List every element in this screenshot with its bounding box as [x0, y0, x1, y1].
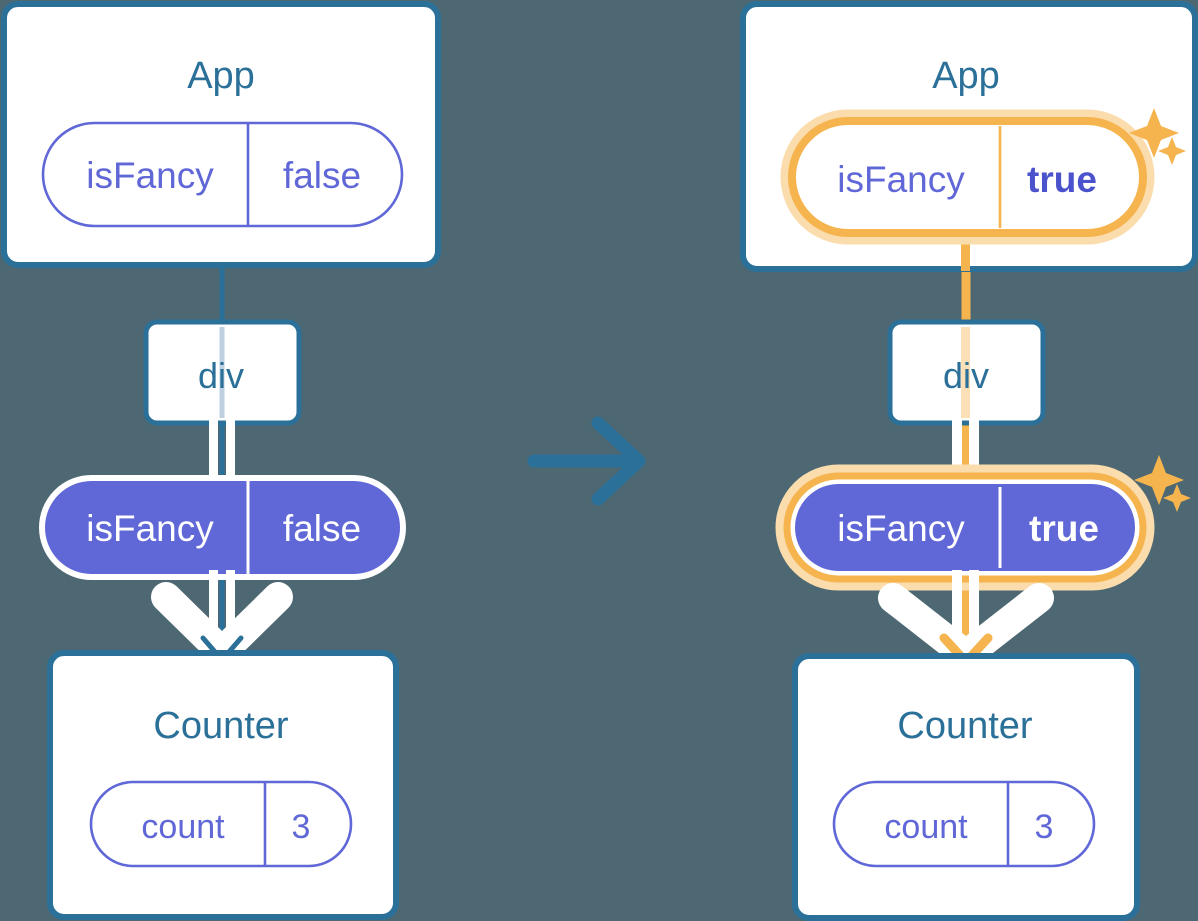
after-diagram: App isFancy true div [740, 1, 1198, 921]
after-counter-pill-value: 3 [1035, 808, 1054, 846]
before-app-pill-key: isFancy [86, 155, 214, 196]
after-app-sparkle-group [1129, 108, 1186, 165]
before-connector-casing [209, 420, 235, 482]
after-prop-sparkle-group [1134, 455, 1191, 512]
after-prop-pill: isFancy true [775, 464, 1155, 591]
before-app-box-title: App [187, 55, 255, 97]
before-app-pill-frame [41, 121, 404, 228]
sparkle-icon [1163, 484, 1191, 512]
after-app-pill-value: true [1027, 159, 1097, 200]
before-diagram: App isFancy false div isFancy false [1, 1, 441, 920]
before-prop-pill-frame [39, 475, 406, 580]
before-counter-box-title: Counter [153, 705, 289, 747]
after-app-pill-key: isFancy [837, 159, 965, 200]
transition-arrow-icon [527, 416, 646, 506]
after-app-state-pill: isFancy true [780, 109, 1155, 245]
after-app-pill-highlight-ring [788, 117, 1147, 237]
after-div-box: div [887, 319, 1046, 426]
sparkle-icon [1129, 108, 1179, 158]
before-app-state-pill: isFancy false [41, 121, 404, 228]
after-div-box-label: div [943, 355, 989, 396]
before-counter-pill-value: 3 [292, 808, 311, 846]
after-counter-pill-frame [832, 780, 1096, 868]
after-app-pill-glow-ring [780, 109, 1155, 245]
before-prop-pill: isFancy false [39, 475, 406, 580]
after-prop-pill-key: isFancy [837, 508, 965, 549]
after-counter-box-title: Counter [897, 705, 1033, 747]
before-counter-pill-key: count [141, 808, 225, 846]
before-counter-state-pill: count 3 [89, 780, 353, 868]
after-counter-state-pill: count 3 [832, 780, 1096, 868]
before-prop-pill-value: false [283, 508, 361, 549]
before-div-box: div [143, 319, 302, 426]
after-prop-pill-highlight-ring [783, 472, 1147, 583]
after-app-box-title: App [932, 55, 1000, 97]
after-prop-pill-body [795, 484, 1135, 571]
before-app-pill-value: false [283, 155, 361, 196]
before-counter-pill-frame [89, 780, 353, 868]
before-div-box-label: div [198, 355, 244, 396]
after-counter-pill-key: count [884, 808, 968, 846]
sparkle-icon [1134, 455, 1184, 505]
after-connector-casing [952, 420, 979, 482]
sparkle-icon [1158, 137, 1186, 165]
after-div-box-inner-line [961, 327, 970, 418]
after-prop-pill-value: true [1029, 508, 1099, 549]
before-prop-pill-key: isFancy [86, 508, 214, 549]
